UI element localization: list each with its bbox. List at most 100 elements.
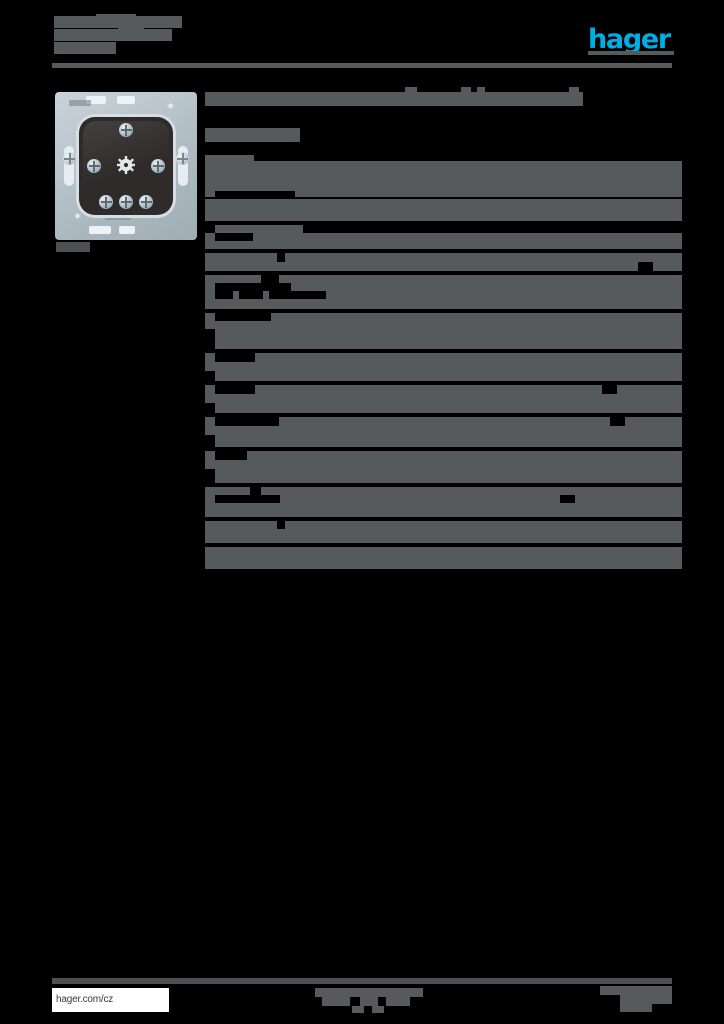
row-label-redact [205,521,277,529]
row-bullet-redact [205,426,215,435]
table-row [205,225,682,249]
row-value-redact [205,199,682,221]
row-value-redact [279,275,682,283]
terminal-screw-top [119,123,133,137]
row-value-redact [280,495,560,503]
row-unit-redact [625,417,682,426]
table-row [205,253,682,271]
table-row [205,313,682,349]
table-row [205,385,682,413]
footer-center-block-4 [386,997,410,1006]
row-value-redact [215,241,682,249]
footer-center-block-5 [352,1006,364,1013]
footer-center-block-2 [322,997,350,1006]
header-title-line-3 [54,42,116,54]
header-title-line-1b [96,14,136,18]
header-divider [52,63,672,68]
spec-subtitle-bar [205,128,300,142]
row-bullet-redact [205,353,215,362]
row-bullet-redact [205,385,215,394]
row-unit-redact [617,385,682,394]
terminal-screw-right [151,159,165,173]
row-bullet-redact [205,417,215,426]
row-bullet-redact [205,241,215,249]
footer-center-block-3 [360,997,378,1006]
row-label-redact [255,353,682,362]
plate-notch-bottom-left [89,226,111,234]
row-label-redact [271,313,682,321]
table-row [205,417,682,447]
row-bullet-redact [205,362,215,371]
row-mark-redact [233,291,239,299]
page-header: hager [0,0,724,72]
row-label-redact [279,417,610,426]
row-value-redact [285,521,682,529]
plate-claw-right [178,146,188,186]
footer-url-box[interactable] [52,988,169,1012]
header-title-line-2 [54,29,172,41]
spec-title-bar [205,92,583,106]
plate-label-bottom-center [105,214,131,220]
hager-logo: hager [588,24,671,55]
row-bullet-redact [205,262,215,271]
terminal-screw-bottom-center [119,195,133,209]
table-row [205,521,682,543]
row-bullet-redact [205,460,215,469]
row-value-redact [215,503,682,517]
footer-center-block-6 [372,1006,384,1013]
row-tail-redact [295,191,682,197]
row-value-redact [285,253,682,262]
plate-star-top-right: ✶ [166,101,176,113]
row-bullet-redact [205,283,215,291]
row-bullet-redact [205,503,215,517]
spec-title-tick-2 [461,87,471,93]
footer-url-link[interactable]: hager.com/cz [56,994,114,1005]
table-row [205,487,682,517]
row-value-redact [205,161,682,191]
row-mark-redact [263,291,269,299]
row-value-redact [291,283,682,291]
row-value-redact [205,529,682,543]
table-row [205,547,682,569]
mounting-plate-icon: ✶ ✶ [55,92,197,240]
footer-right-block-1 [600,986,672,995]
row-value-redact [215,362,682,381]
row-value-redact [215,426,682,447]
row-bullet-redact [205,495,215,503]
terminal-screw-bottom-right [139,195,153,209]
row-label-redact [205,275,261,283]
header-title-line-2b [118,27,144,31]
plate-notch-top-right [117,96,135,104]
row-label-redact [205,155,254,161]
footer-divider [52,978,672,984]
plate-label-top-left [69,100,91,106]
row-value-redact [215,321,682,349]
row-bullet-redact [205,451,215,460]
row-value-redact [205,547,682,569]
terminal-screw-left [87,159,101,173]
row-value-redact [215,299,682,309]
spec-title-tick-1 [405,87,417,93]
plate-star-bottom-left: ✶ [73,211,83,223]
footer-right-block-3 [620,1004,652,1012]
header-title-line-1 [54,16,182,28]
row-label-redact [247,451,682,460]
row-label-redact [205,487,250,495]
row-value-redact [215,460,682,483]
spec-title-tick-3 [477,87,485,93]
row-unit-redact [575,495,682,503]
row-unit-redact [653,262,682,271]
row-bullet-redact [205,291,215,299]
row-label-redact [205,253,277,262]
row-value-redact [215,394,682,413]
switch-insert-body [79,117,173,215]
rotor-gear-icon [117,156,135,174]
row-bullet-redact [205,313,215,321]
row-bullet-redact [205,233,215,241]
row-bullet-redact [205,191,215,197]
plate-screw-right [176,152,189,165]
table-row [205,275,682,309]
plate-notch-top-left [86,96,106,104]
spec-title-tick-4 [569,87,579,93]
